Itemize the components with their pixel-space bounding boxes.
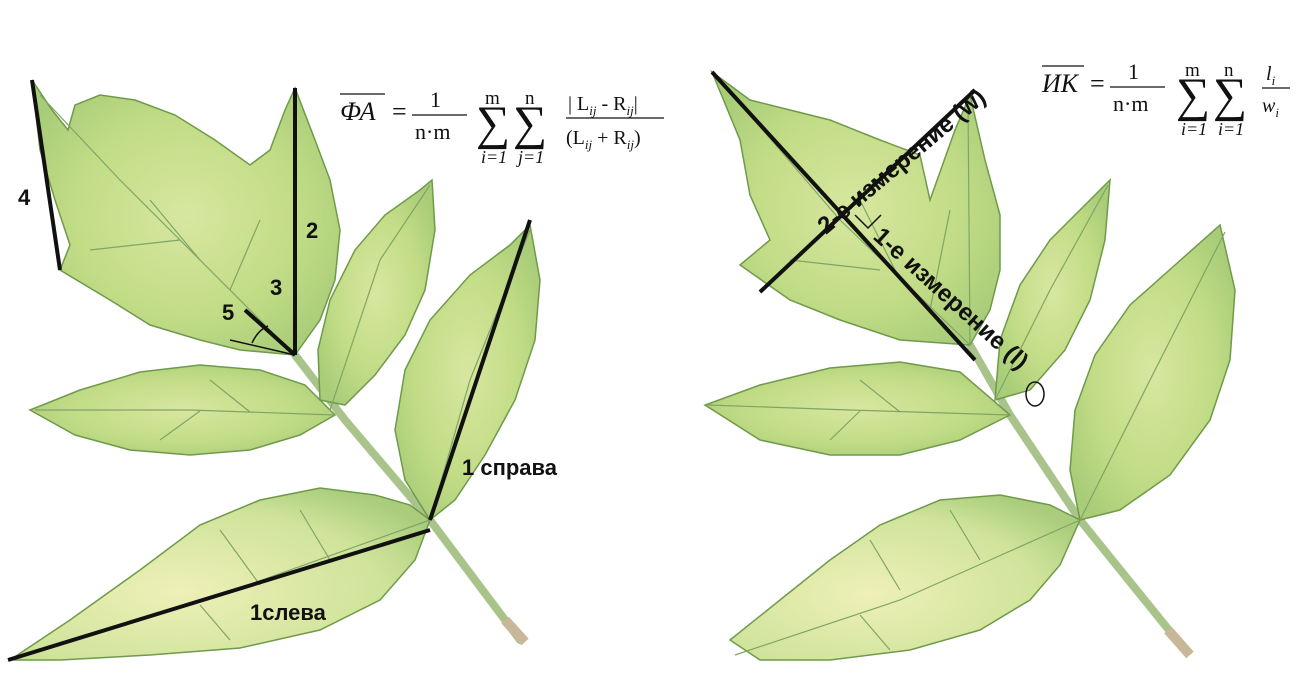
formula-fa-lhs: ФА — [340, 97, 376, 126]
formula-ik-sum1-bottom: i=1 — [1181, 119, 1207, 139]
formula-fa: ФА = 1 n·m m ∑ i=1 n ∑ j=1 | Lij - Rij| … — [340, 87, 664, 167]
formula-ik-frac-bot: wi — [1262, 95, 1279, 120]
sigma-icon: ∑ — [513, 97, 547, 150]
label-5: 5 — [222, 300, 234, 325]
sigma-icon: ∑ — [1176, 69, 1210, 122]
label-2: 2 — [306, 218, 318, 243]
label-1-left: 1слева — [250, 600, 327, 625]
formula-ik-sum2-bottom: i=1 — [1218, 119, 1244, 139]
formula-ik-den: n·m — [1113, 91, 1148, 116]
label-1-right: 1 справа — [462, 455, 558, 480]
l-circle-icon — [1026, 382, 1044, 406]
formula-ik-num: 1 — [1128, 59, 1139, 84]
left-leaflet-bottom — [10, 488, 430, 660]
right-leaf — [705, 72, 1235, 660]
formula-fa-eq: = — [392, 97, 407, 126]
formula-fa-num: 1 — [430, 87, 441, 112]
formula-fa-sum1-bottom: i=1 — [481, 147, 507, 167]
right-leaflet-bottom — [730, 495, 1080, 660]
label-3: 3 — [270, 275, 282, 300]
sigma-icon: ∑ — [476, 97, 510, 150]
label-4: 4 — [18, 185, 31, 210]
formula-fa-frac-top: | Lij - Rij| — [568, 93, 638, 118]
formula-ik-eq: = — [1090, 69, 1105, 98]
formula-fa-frac-bot: (Lij + Rij) — [566, 127, 641, 152]
formula-ik: ИК = 1 n·m m ∑ i=1 n ∑ i=1 li wi — [1041, 59, 1290, 139]
formula-ik-lhs: ИК — [1041, 69, 1080, 98]
formula-fa-sum2-bottom: j=1 — [516, 147, 544, 167]
formula-ik-frac-top: li — [1266, 63, 1276, 88]
left-leaf — [10, 80, 540, 660]
formula-fa-den: n·m — [415, 119, 450, 144]
sigma-icon: ∑ — [1213, 69, 1247, 122]
right-leaflet-middle — [705, 362, 1010, 455]
right-stem-end — [1168, 630, 1190, 655]
